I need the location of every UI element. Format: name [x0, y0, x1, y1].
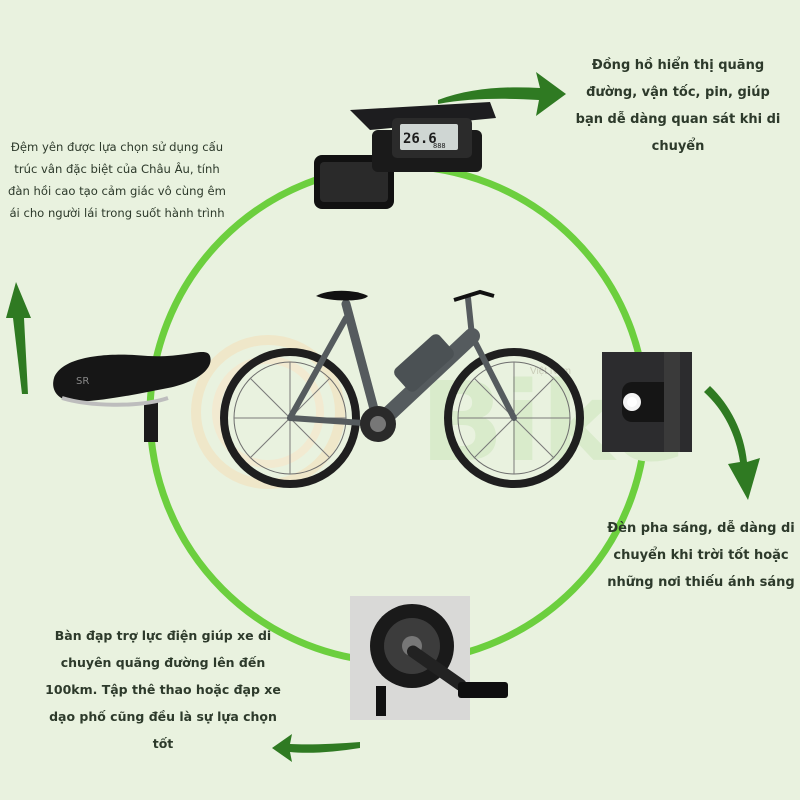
handlebar-display-photo: 26.6 888: [314, 102, 496, 209]
arrow-seat-icon: [6, 282, 31, 394]
headlight-photo: [602, 352, 692, 452]
rear-wheel: [220, 348, 360, 488]
arrow-display-icon: [438, 72, 566, 116]
logo-ring-inner: [212, 356, 324, 468]
display-odometer: 888: [433, 142, 446, 150]
front-wheel: [444, 348, 584, 488]
callout-pedal: Bàn đạp trợ lực điện giúp xe di chuyên q…: [45, 628, 281, 751]
electric-bicycle-photo: [220, 289, 584, 488]
arrow-pedal-icon: [272, 734, 360, 762]
callout-display: Đồng hồ hiển thị quãng đường, vận tốc, p…: [575, 58, 781, 154]
watermark: Việt Nam: [530, 366, 571, 377]
callout-headlight: Đèn pha sáng, dễ dàng di chuyển khi trời…: [607, 521, 795, 590]
callout-seat: Đệm yên được lựa chọn sử dụng cấu trúc v…: [8, 140, 226, 220]
pedal-crank-photo: [350, 596, 508, 720]
display-speed: 26.6: [403, 131, 437, 147]
arrow-headlight-icon: [704, 386, 760, 500]
saddle-photo: SR: [53, 351, 211, 442]
svg-text:SR: SR: [76, 376, 89, 387]
